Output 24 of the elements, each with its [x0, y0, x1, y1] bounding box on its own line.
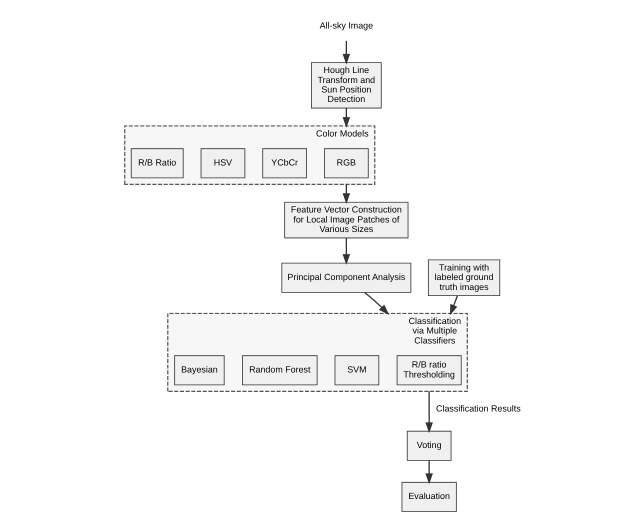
arrow	[342, 238, 350, 265]
node-box: Evaluation	[402, 482, 457, 512]
node-box: Voting	[406, 430, 452, 461]
node-box: Hough Line Transform and Sun Position Detection	[311, 62, 382, 108]
arrow	[425, 460, 433, 484]
node-box: Bayesian	[174, 355, 225, 386]
node-text: All-sky Image	[320, 20, 374, 30]
node-box: SVM	[334, 355, 380, 386]
arrow	[364, 292, 390, 315]
arrow	[450, 295, 458, 316]
node-box: R/B ratio Thresholding	[396, 355, 462, 386]
node-box: RGB	[324, 148, 369, 178]
node-box: Principal Component Analysis	[281, 262, 412, 293]
arrow	[342, 108, 350, 128]
node-box: Training with labeled ground truth images	[428, 259, 500, 296]
node-box: Random Forest	[242, 355, 318, 386]
edge-label: Classification Results	[436, 404, 521, 414]
arrow	[425, 391, 433, 434]
node-box: R/B Ratio	[130, 148, 184, 178]
node-box: HSV	[200, 148, 246, 178]
node-box: Feature Vector Construction for Local Image Patches of Various Sizes	[284, 202, 408, 238]
arrow	[342, 184, 350, 204]
arrow	[342, 40, 350, 65]
node-box: YCbCr	[262, 148, 307, 178]
